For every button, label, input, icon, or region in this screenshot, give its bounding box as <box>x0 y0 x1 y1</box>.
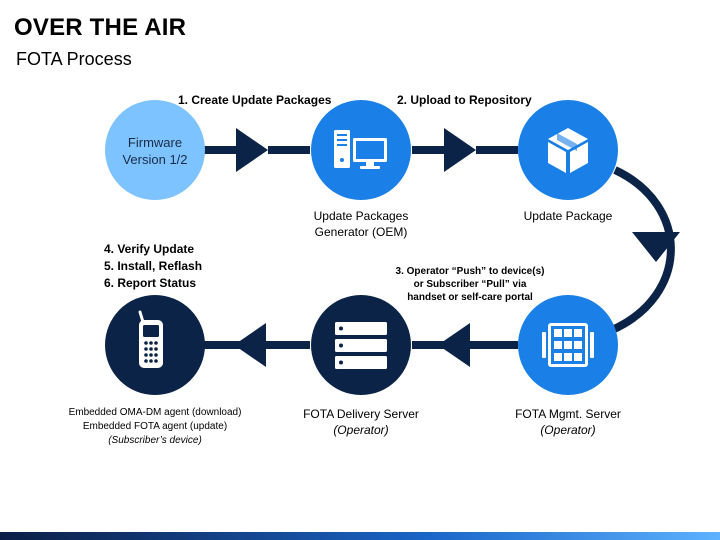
delivery-caption-line: FOTA Delivery Server <box>303 407 419 421</box>
page-title: OVER THE AIR <box>14 14 187 41</box>
generator-caption-line-2: Generator (OEM) <box>314 225 408 239</box>
step-1-label: 1. Create Update Packages <box>178 93 332 107</box>
arrow-mgmt-to-delivery <box>412 323 518 367</box>
arrow-package-to-mgmt <box>610 166 680 334</box>
firmware-label: Firmware Version 1/2 <box>105 134 205 168</box>
page-subtitle: FOTA Process <box>16 49 132 69</box>
device-caption: Embedded OMA-DM agent (download) Embedde… <box>40 406 270 448</box>
arrow-firmware-to-generator <box>204 128 310 172</box>
step-4-label: 4. Verify Update <box>104 242 195 256</box>
step-3-line-3: handset or self-care portal <box>407 292 533 303</box>
server-rack-icon <box>542 323 594 367</box>
package-caption: Update Package <box>523 209 613 223</box>
device-caption-line-2: Embedded FOTA agent (update) <box>82 421 228 432</box>
mobile-phone-icon <box>138 310 163 368</box>
generator-caption: Update Packages Generator (OEM) <box>296 208 426 240</box>
step-2-label: 2. Upload to Repository <box>397 93 532 107</box>
mgmt-caption-line: FOTA Mgmt. Server <box>515 407 621 421</box>
server-stack-icon <box>335 322 387 369</box>
computer-icon <box>334 130 387 169</box>
firmware-line-1: Firmware <box>127 135 183 150</box>
mgmt-caption-sub: (Operator) <box>540 423 596 437</box>
step-3-line-2: or Subscriber “Pull” via <box>413 279 527 290</box>
step-3-label: 3. Operator “Push” to device(s) or Subsc… <box>380 265 560 304</box>
mgmt-caption: FOTA Mgmt. Server (Operator) <box>493 406 643 438</box>
generator-caption-line-1: Update Packages <box>313 209 409 223</box>
device-caption-line-1: Embedded OMA-DM agent (download) <box>68 407 242 418</box>
delivery-caption: FOTA Delivery Server (Operator) <box>286 406 436 438</box>
steps-4-6-list: 4. Verify Update 5. Install, Reflash 6. … <box>104 241 202 292</box>
arrow-generator-to-package <box>412 128 518 172</box>
device-caption-sub: (Subscriber’s device) <box>108 435 202 446</box>
firmware-circle <box>105 100 205 200</box>
delivery-caption-sub: (Operator) <box>333 423 389 437</box>
step-3-line-1: 3. Operator “Push” to device(s) <box>395 266 545 277</box>
firmware-line-2: Version 1/2 <box>122 152 188 167</box>
step-6-label: 6. Report Status <box>104 276 197 290</box>
package-box-icon <box>548 128 588 173</box>
step-5-label: 5. Install, Reflash <box>104 259 203 273</box>
footer-gradient-bar <box>0 532 720 540</box>
arrow-delivery-to-device <box>204 323 310 367</box>
